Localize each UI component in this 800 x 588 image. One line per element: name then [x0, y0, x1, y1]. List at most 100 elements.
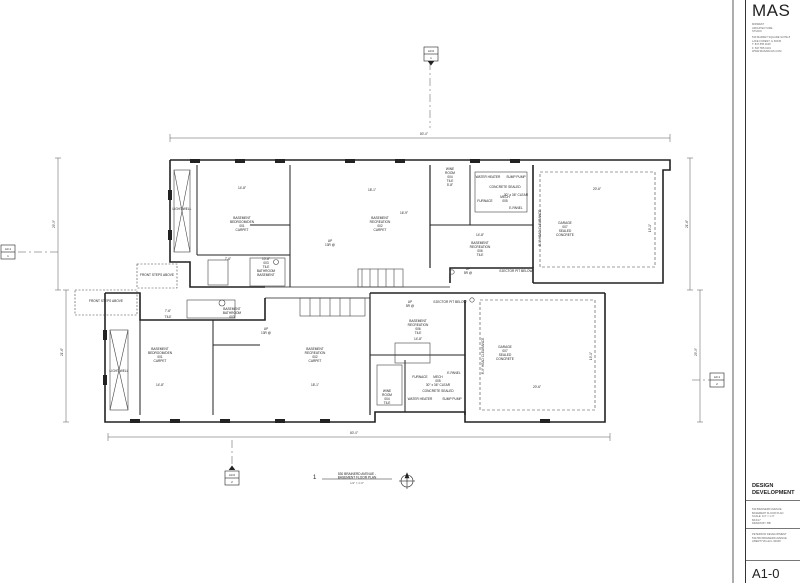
title-block: MAS MIDWEST ARCHITECTURE STUDIO 530 MARK…: [745, 0, 800, 583]
svg-text:2: 2: [231, 480, 233, 484]
upper-rec2-dim: 14'-8": [476, 233, 484, 237]
lower-bedroom-finish: CARPET: [154, 359, 167, 363]
lower-unit-walls: [104, 292, 606, 423]
upper-sump: SUMP PUMP: [506, 175, 525, 179]
sheet-number: A1-0: [752, 566, 780, 581]
upper-up2: UP: [466, 267, 470, 271]
upper-rec-finish: CARPET: [374, 228, 387, 232]
upper-up-risers: 13R @: [325, 243, 335, 247]
lower-sump: SUMP PUMP: [442, 397, 461, 401]
upper-up: UP: [328, 239, 332, 243]
lower-bedroom-dim: 14'-8": [156, 383, 164, 387]
upper-bath-finish: TILE: [263, 265, 270, 269]
address-line-5: WWW.MASARCHS.COM: [752, 50, 782, 53]
upper-water-heater: WATER HEATER: [476, 175, 501, 179]
plan-details: [74, 169, 656, 411]
upper-rec2-finish: TILE: [477, 253, 484, 257]
lower-garage-name: GARAGE: [498, 345, 512, 349]
upper-bath-basement: BASEMENT: [257, 273, 275, 277]
lower-clear: 30" x 36" CLEAR: [426, 383, 451, 387]
upper-bath-dim: 10'-8": [262, 257, 270, 261]
lower-furnace: FURNACE: [412, 375, 427, 379]
svg-text:A3.0: A3.0: [229, 473, 236, 477]
upper-garage-finish1: SEALED: [559, 229, 572, 233]
lower-rec2-tag: 006: [415, 327, 421, 331]
upper-mech-name: MECH: [500, 195, 510, 199]
info-line-1: 530 BRAINERD AVENUE: [752, 508, 782, 511]
upper-bedroom-line2: BEDROOM/DEN: [230, 220, 255, 224]
stage-title: DESIGN DEVELOPMENT: [752, 483, 795, 497]
lower-bath-tag: 003: [229, 315, 235, 319]
upper-bedroom-tag: 001: [239, 224, 245, 228]
address-line-4: F: 847.555.0101: [752, 46, 771, 50]
lower-light-well: LIGHT WELL: [110, 369, 129, 373]
title-rule-3: [746, 560, 800, 561]
svg-text:1/4" = 1'-0": 1/4" = 1'-0": [350, 481, 364, 485]
upper-garage-clearance: 8'-9" HEAD CLEARANCE: [538, 210, 542, 246]
svg-text:530 BRAINERD AVENUE -: 530 BRAINERD AVENUE -: [338, 472, 376, 476]
info-line-2: BASEMENT FLOOR PLAN: [752, 511, 784, 515]
info-line-4: 8/16/17: [752, 518, 761, 522]
address-line-2: LAKE FOREST, IL 60045: [752, 39, 782, 43]
svg-text:A3.1: A3.1: [5, 247, 12, 251]
lower-stair-dim: 7'-6": [165, 309, 171, 313]
upper-rec-name: BASEMENT: [371, 216, 389, 220]
upper-rec2-line2: RECREATION: [470, 245, 491, 249]
lower-garage-clearance: 8'-9" HEAD CLEARANCE: [481, 338, 485, 374]
upper-wine-dim: 5'-8": [447, 183, 453, 187]
dim-overall-top: 80'-0": [420, 132, 428, 136]
lower-rec2-dim: 14'-8": [414, 337, 422, 341]
upper-rec-dim: 18'-1": [368, 188, 376, 192]
client-line-1: PETERSON DEVELOPMENT: [752, 533, 787, 536]
lower-garage-dimw: 20'-6": [533, 385, 541, 389]
lower-mech-name: MECH: [433, 375, 443, 379]
upper-wine-line2: ROOM: [445, 171, 455, 175]
lower-up: UP: [264, 327, 268, 331]
section-marker-right: A3.1 2: [709, 372, 725, 388]
upper-wine-finish: TILE: [447, 179, 454, 183]
info-line-3: SCALE: 1/4" = 1'-0": [752, 515, 775, 518]
lower-bedroom-name: BASEMENT: [151, 347, 169, 351]
stage-line-2: DEVELOPMENT: [752, 490, 795, 496]
svg-text:2: 2: [716, 382, 718, 386]
firm-line-3: STUDIO: [752, 30, 762, 33]
section-marker-left: A3.1 1: [0, 244, 16, 260]
upper-bedroom-name: BASEMENT: [233, 216, 251, 220]
info-line-5: DRAWN BY: BB: [752, 522, 771, 525]
lower-garage-tag: 007: [502, 349, 508, 353]
firm-line-2: ARCHITECTURE: [752, 26, 773, 30]
lower-up2-risers: 5R @: [406, 304, 414, 308]
lower-rec-tag: 002: [312, 355, 318, 359]
lower-wine-finish: TILE: [384, 401, 391, 405]
lower-garage-finish1: SEALED: [499, 353, 512, 357]
upper-epanel: E-PANEL: [509, 206, 523, 210]
lower-garage-dimv: 19'-1": [589, 352, 593, 360]
upper-rec2-name: BASEMENT: [471, 241, 489, 245]
lower-epanel: E-PANEL: [447, 371, 461, 375]
address-line-1: 530 MARKET SQUARE SUITE 8: [752, 36, 791, 39]
dim-overall-bottom: 80'-0": [350, 431, 358, 435]
upper-wine-tag: 004: [447, 175, 453, 179]
upper-garage-finish2: CONCRETE: [556, 233, 574, 237]
stage-line-1: DESIGN: [752, 483, 774, 489]
lower-wine-line2: ROOM: [382, 393, 392, 397]
lower-bedroom-line2: BEDROOM/DEN: [148, 351, 173, 355]
upper-unit-walls: [169, 159, 671, 288]
dim-right-upper: 21'-6": [685, 220, 689, 228]
address-line-3: T: 847.555.0100: [752, 43, 771, 46]
lower-wine-name: WINE: [383, 389, 391, 393]
svg-text:1: 1: [7, 254, 9, 258]
upper-rec-line2: RECREATION: [370, 220, 391, 224]
lower-concrete: CONCRETE SEALED: [422, 389, 454, 393]
upper-rec-tag: 002: [377, 224, 383, 228]
lower-rec2-name: BASEMENT: [409, 319, 427, 323]
dim-right-lower: 29'-9": [694, 348, 698, 356]
upper-rec-dimv: 16'-9": [400, 211, 408, 215]
upper-windows: [168, 159, 520, 240]
lower-bath-name: BASEMENT: [223, 307, 241, 311]
upper-bath-line2: BATHROOM: [257, 269, 276, 273]
lower-mech-tag: 005: [435, 379, 441, 383]
section-marker-bottom: A3.0 2: [224, 465, 240, 486]
